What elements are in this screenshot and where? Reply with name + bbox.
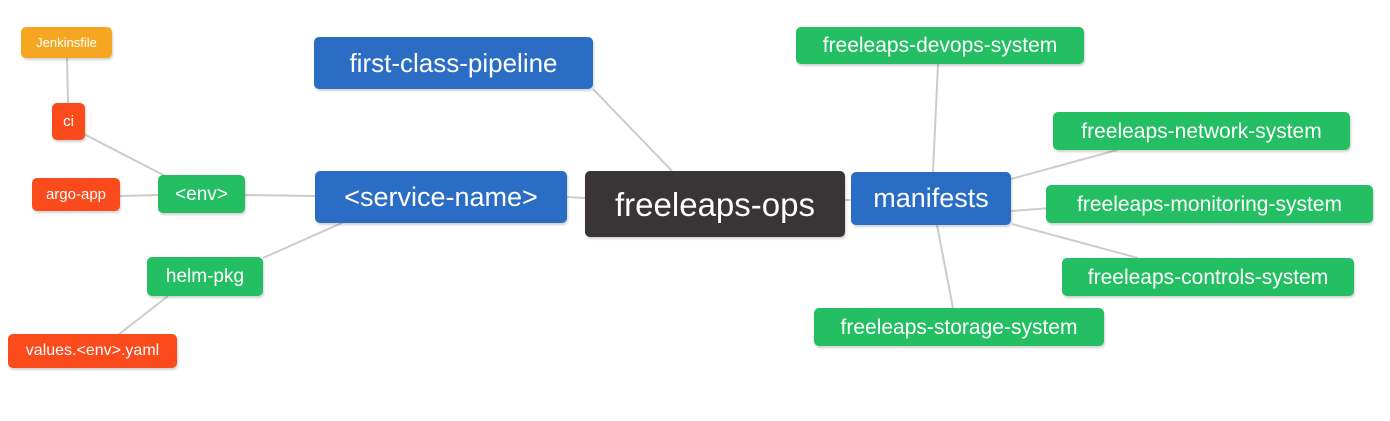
node-label: freeleaps-ops <box>615 185 815 223</box>
edge-manifests-network-system <box>1010 149 1118 180</box>
node-label: argo-app <box>45 186 107 203</box>
node-label: ci <box>63 113 74 130</box>
node-label: freeleaps-controls-system <box>1087 265 1329 289</box>
edge-env-service-name <box>244 194 316 197</box>
node-argo-app[interactable]: argo-app <box>32 178 120 211</box>
node-label: freeleaps-storage-system <box>840 315 1078 339</box>
node-storage-system[interactable]: freeleaps-storage-system <box>814 308 1104 346</box>
edge-helm-pkg-service-name <box>262 221 345 259</box>
edge-argo-app-env <box>119 194 159 197</box>
node-manifests[interactable]: manifests <box>851 172 1011 225</box>
edge-values-env-yaml-helm-pkg <box>117 295 169 336</box>
node-label: freeleaps-network-system <box>1081 119 1322 143</box>
edge-first-class-pipeline-freeleaps-ops <box>592 88 673 172</box>
node-label: freeleaps-devops-system <box>822 34 1058 57</box>
node-label: helm-pkg <box>165 266 245 287</box>
node-network-system[interactable]: freeleaps-network-system <box>1053 112 1350 150</box>
node-helm-pkg[interactable]: helm-pkg <box>147 257 263 296</box>
node-jenkinsfile[interactable]: Jenkinsfile <box>21 27 112 58</box>
edge-service-name-freeleaps-ops <box>566 196 586 199</box>
edge-ci-env <box>81 132 168 178</box>
node-devops-system[interactable]: freeleaps-devops-system <box>796 27 1084 64</box>
node-first-class-pipeline[interactable]: first-class-pipeline <box>314 37 593 89</box>
edge-manifests-storage-system <box>936 224 954 309</box>
node-label: values.<env>.yaml <box>25 342 160 359</box>
node-label: manifests <box>873 183 989 213</box>
node-values-env-yaml[interactable]: values.<env>.yaml <box>8 334 177 368</box>
node-label: freeleaps-monitoring-system <box>1077 192 1342 216</box>
node-freeleaps-ops[interactable]: freeleaps-ops <box>585 171 845 237</box>
node-env[interactable]: <env> <box>158 175 245 213</box>
edge-manifests-monitoring-system <box>1010 207 1053 212</box>
edge-devops-system-manifests <box>932 63 939 173</box>
node-label: <env> <box>175 183 228 205</box>
node-label: first-class-pipeline <box>349 48 558 78</box>
edge-manifests-controls-system <box>1011 223 1139 259</box>
node-service-name[interactable]: <service-name> <box>315 171 567 223</box>
node-controls-system[interactable]: freeleaps-controls-system <box>1062 258 1354 296</box>
node-ci[interactable]: ci <box>52 103 85 140</box>
node-label: <service-name> <box>344 181 538 212</box>
node-monitoring-system[interactable]: freeleaps-monitoring-system <box>1046 185 1373 223</box>
edge-jenkinsfile-ci <box>66 57 69 104</box>
node-label: Jenkinsfile <box>36 35 97 50</box>
